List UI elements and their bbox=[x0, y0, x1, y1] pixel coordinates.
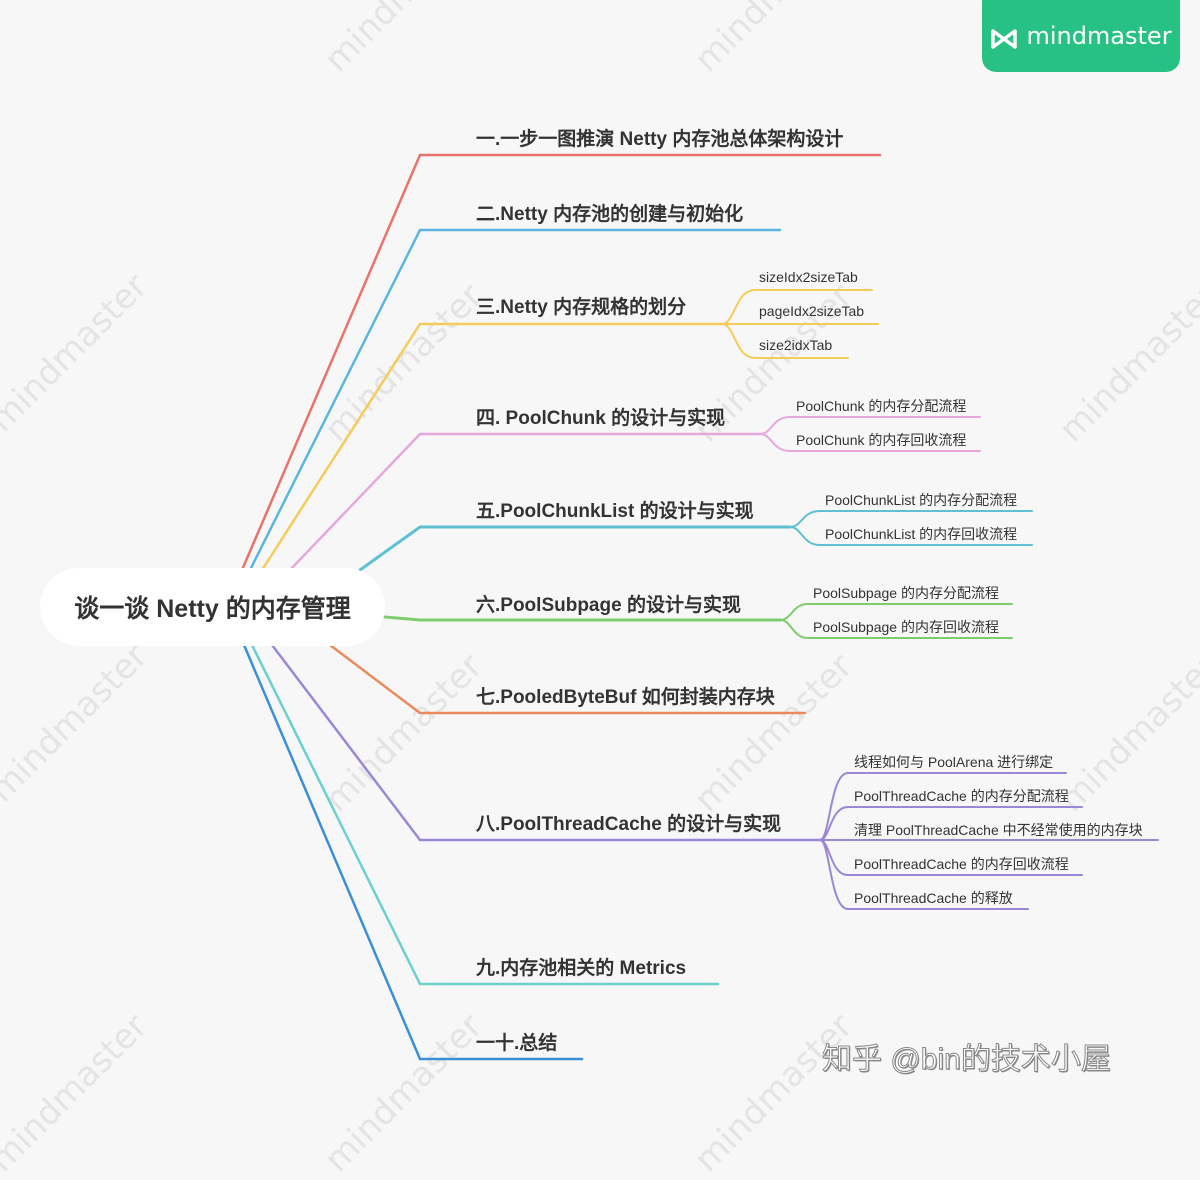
root-node[interactable]: 谈一谈 Netty 的内存管理 bbox=[40, 568, 385, 646]
connector-lines bbox=[240, 153, 1159, 1061]
topic-5[interactable]: 五.PoolChunkList 的设计与实现 bbox=[476, 501, 754, 522]
topic-4[interactable]: 四. PoolChunk 的设计与实现 bbox=[476, 408, 726, 429]
subtopic[interactable]: PoolChunk 的内存分配流程 bbox=[796, 398, 967, 414]
subtopic[interactable]: 线程如何与 PoolArena 进行绑定 bbox=[854, 754, 1054, 770]
subtopic[interactable]: PoolChunkList 的内存回收流程 bbox=[825, 526, 1018, 542]
topic-10[interactable]: 一十.总结 bbox=[476, 1033, 558, 1054]
topic-6[interactable]: 六.PoolSubpage 的设计与实现 bbox=[476, 595, 741, 616]
subtopic[interactable]: PoolChunk 的内存回收流程 bbox=[796, 432, 967, 448]
topic-7[interactable]: 七.PooledByteBuf 如何封装内存块 bbox=[476, 687, 775, 708]
topic-9[interactable]: 九.内存池相关的 Metrics bbox=[476, 958, 687, 979]
topic-1[interactable]: 一.一步一图推演 Netty 内存池总体架构设计 bbox=[476, 129, 844, 150]
mindmaster-badge: mindmaster bbox=[982, 0, 1180, 72]
topic-3[interactable]: 三.Netty 内存规格的划分 bbox=[476, 297, 687, 318]
subtopic[interactable]: size2idxTab bbox=[759, 337, 833, 353]
subtopic[interactable]: PoolThreadCache 的内存回收流程 bbox=[854, 856, 1069, 872]
subtopic[interactable]: PoolThreadCache 的内存分配流程 bbox=[854, 788, 1069, 804]
subtopic[interactable]: PoolThreadCache 的释放 bbox=[854, 890, 1013, 906]
topic-8[interactable]: 八.PoolThreadCache 的设计与实现 bbox=[476, 814, 782, 835]
subtopic[interactable]: PoolChunkList 的内存分配流程 bbox=[825, 492, 1018, 508]
subtopic[interactable]: PoolSubpage 的内存分配流程 bbox=[813, 585, 999, 601]
mindmaster-logo-icon bbox=[991, 29, 1018, 49]
subtopic[interactable]: 清理 PoolThreadCache 中不经常使用的内存块 bbox=[854, 822, 1143, 838]
author-credit: 知乎 @bin的技术小屋 bbox=[822, 1043, 1112, 1077]
topic-2[interactable]: 二.Netty 内存池的创建与初始化 bbox=[476, 204, 744, 225]
brand-name: mindmaster bbox=[1026, 22, 1172, 50]
subtopic[interactable]: PoolSubpage 的内存回收流程 bbox=[813, 619, 999, 635]
subtopic[interactable]: sizeIdx2sizeTab bbox=[759, 269, 858, 285]
root-label: 谈一谈 Netty 的内存管理 bbox=[74, 595, 351, 623]
subtopic[interactable]: pageIdx2sizeTab bbox=[759, 303, 865, 319]
